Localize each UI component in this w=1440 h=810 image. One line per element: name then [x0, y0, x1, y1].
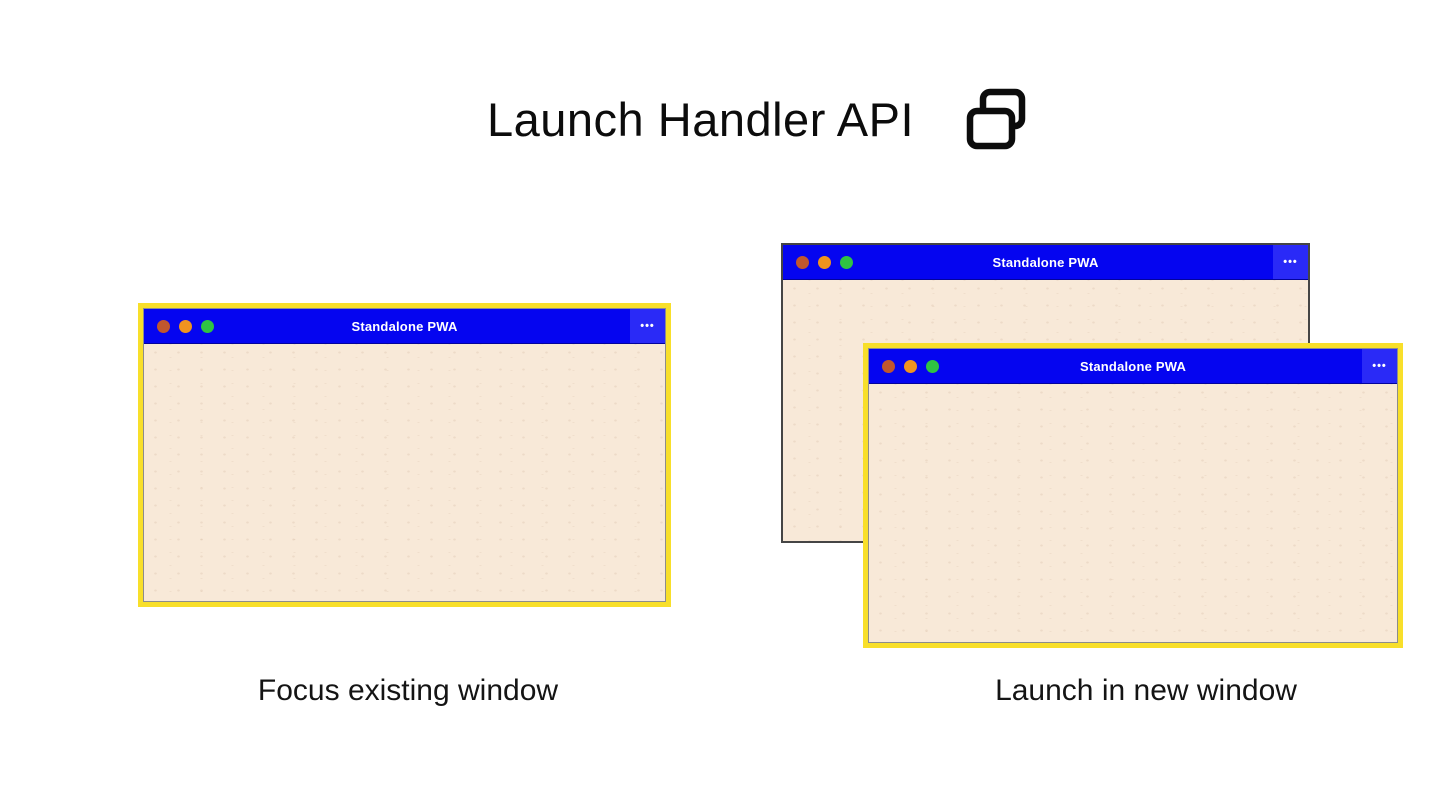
pwa-window-new-focused: Standalone PWA •••: [863, 343, 1403, 648]
overflow-menu-button: •••: [630, 309, 665, 343]
traffic-lights: [783, 255, 853, 269]
maximize-dot-icon: [926, 359, 939, 373]
page-title: Launch Handler API: [487, 92, 915, 146]
window-titlebar: Standalone PWA •••: [783, 245, 1308, 280]
close-dot-icon: [882, 359, 895, 373]
overflow-menu-button: •••: [1273, 245, 1308, 279]
window-content: [869, 384, 1397, 642]
traffic-lights: [144, 319, 214, 333]
caption-launch-in-new-window: Launch in new window: [995, 674, 1297, 707]
maximize-dot-icon: [840, 255, 853, 269]
minimize-dot-icon: [179, 319, 192, 333]
window-title: Standalone PWA: [1079, 358, 1187, 374]
caption-focus-existing-window: Focus existing window: [257, 674, 559, 707]
window-title: Standalone PWA: [351, 318, 458, 334]
header: Launch Handler API: [487, 88, 1026, 150]
window-titlebar: Standalone PWA •••: [144, 309, 665, 344]
overlapping-windows-icon: [966, 88, 1026, 150]
close-dot-icon: [157, 319, 170, 333]
window-titlebar: Standalone PWA •••: [869, 349, 1397, 384]
window-title: Standalone PWA: [992, 254, 1099, 270]
traffic-lights: [869, 359, 939, 373]
pwa-window-focused-existing: Standalone PWA •••: [138, 303, 671, 607]
overflow-menu-button: •••: [1362, 349, 1397, 383]
minimize-dot-icon: [904, 359, 917, 373]
close-dot-icon: [796, 255, 809, 269]
window-content: [144, 344, 665, 601]
maximize-dot-icon: [201, 319, 214, 333]
minimize-dot-icon: [818, 255, 831, 269]
